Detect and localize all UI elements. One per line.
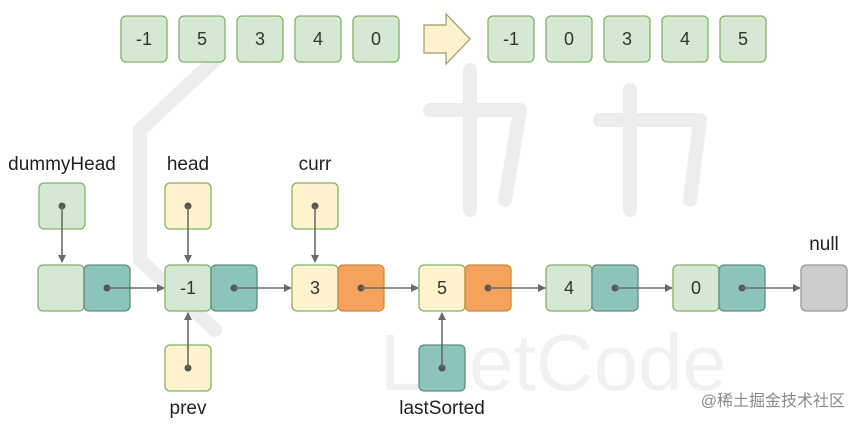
array-before-cell-box <box>294 15 342 63</box>
array-after-cell: 5 <box>719 15 767 63</box>
node-value: 3 <box>310 278 320 298</box>
array-before-cell-box <box>120 15 168 63</box>
array-after-cell: 0 <box>545 15 593 63</box>
array-before-cell-box <box>178 15 226 63</box>
label-dummyHead: dummyHead <box>8 154 116 175</box>
list-node: 5 <box>418 264 546 312</box>
null-box <box>800 264 848 312</box>
node-value: 4 <box>564 278 574 298</box>
array-after-cell-value: 0 <box>564 29 574 49</box>
linked-list: -1 3 5 4 0 <box>37 264 801 312</box>
array-before-cell: 3 <box>236 15 284 63</box>
array-before-cell: 0 <box>352 15 400 63</box>
array-after-cell-box <box>661 15 709 63</box>
array-after-cell-box <box>545 15 593 63</box>
array-before-cell-value: 4 <box>313 29 323 49</box>
array-after-cell-value: -1 <box>503 29 519 49</box>
array-after-cell-value: 4 <box>680 29 690 49</box>
pointer-lastSorted: lastSorted <box>399 312 485 419</box>
array-after: -1 0 3 4 5 <box>487 15 767 63</box>
array-after-cell: 4 <box>661 15 709 63</box>
array-after-cell-value: 5 <box>738 29 748 49</box>
array-before-cell-value: 0 <box>371 29 381 49</box>
list-node <box>37 264 165 312</box>
label-lastSorted: lastSorted <box>399 398 485 419</box>
array-after-cell-value: 3 <box>622 29 632 49</box>
array-before: -1 5 3 4 0 <box>120 15 400 63</box>
null-node: null <box>800 234 848 312</box>
node-value: 0 <box>691 278 701 298</box>
array-before-cell: 4 <box>294 15 342 63</box>
array-before-cell-box <box>236 15 284 63</box>
label-prev: prev <box>170 398 207 419</box>
node-value: -1 <box>180 278 196 298</box>
array-after-cell: -1 <box>487 15 535 63</box>
array-before-cell-box <box>352 15 400 63</box>
pointer-dummyHead: dummyHead <box>8 154 116 263</box>
array-after-cell: 3 <box>603 15 651 63</box>
label-curr: curr <box>299 154 332 175</box>
array-before-cell: 5 <box>178 15 226 63</box>
pointer-prev: prev <box>164 312 212 419</box>
list-node: 3 <box>291 264 419 312</box>
node-value: 5 <box>437 278 447 298</box>
array-before-cell: -1 <box>120 15 168 63</box>
pointer-head: head <box>164 154 212 263</box>
array-after-cell-box <box>487 15 535 63</box>
array-before-cell-value: -1 <box>136 29 152 49</box>
list-node: -1 <box>164 264 292 312</box>
array-before-cell-value: 5 <box>197 29 207 49</box>
array-before-cell-value: 3 <box>255 29 265 49</box>
array-after-cell-box <box>719 15 767 63</box>
pointer-curr: curr <box>291 154 339 263</box>
null-label: null <box>809 234 839 255</box>
transform-arrow <box>423 12 471 66</box>
array-after-cell-box <box>603 15 651 63</box>
label-head: head <box>167 154 209 175</box>
site-watermark: @稀土掘金技术社区 <box>701 392 845 410</box>
list-node: 0 <box>672 264 801 312</box>
node-value-cell <box>37 264 85 312</box>
list-node: 4 <box>545 264 673 312</box>
